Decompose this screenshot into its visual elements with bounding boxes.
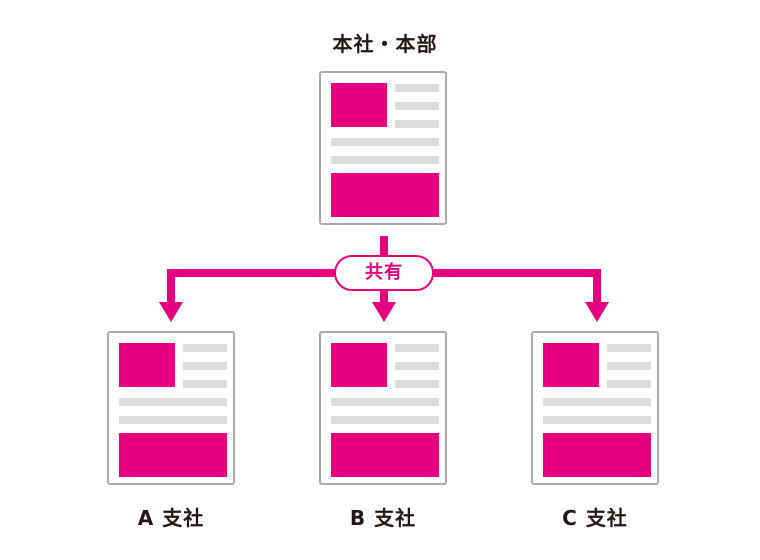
document-footer-block xyxy=(543,433,651,477)
document-text-line xyxy=(395,380,439,388)
headquarters-document xyxy=(319,71,447,225)
document-text-line xyxy=(183,362,227,370)
document-text-line xyxy=(183,344,227,352)
connector-drop-a xyxy=(167,269,175,304)
document-text-line xyxy=(543,398,651,406)
document-text-line xyxy=(395,344,439,352)
document-text-line xyxy=(331,416,439,424)
document-text-line xyxy=(607,362,651,370)
document-text-line xyxy=(607,344,651,352)
document-image-block xyxy=(543,343,599,387)
branch-b-document xyxy=(319,331,447,485)
document-text-line xyxy=(183,380,227,388)
share-badge: 共有 xyxy=(334,255,434,291)
branch-a-document xyxy=(107,331,235,485)
headquarters-label: 本社・本部 xyxy=(332,32,438,56)
branch-a-label: A 支社 xyxy=(137,506,205,530)
document-footer-block xyxy=(331,173,439,217)
document-footer-block xyxy=(119,433,227,477)
document-image-block xyxy=(331,343,387,387)
document-text-line xyxy=(119,398,227,406)
arrow-head-b xyxy=(372,302,396,322)
branch-c-document xyxy=(531,331,659,485)
document-image-block xyxy=(119,343,175,387)
document-text-line xyxy=(331,156,439,164)
document-text-line xyxy=(395,102,439,110)
arrow-head-a xyxy=(159,302,183,322)
document-text-line xyxy=(543,416,651,424)
connector-drop-c xyxy=(593,269,601,304)
document-text-line xyxy=(395,362,439,370)
branch-c-label: C 支社 xyxy=(562,506,628,530)
document-image-block xyxy=(331,83,387,127)
document-text-line xyxy=(395,84,439,92)
document-text-line xyxy=(607,380,651,388)
document-text-line xyxy=(331,138,439,146)
arrow-head-c xyxy=(585,302,609,322)
document-text-line xyxy=(395,120,439,128)
document-footer-block xyxy=(331,433,439,477)
document-text-line xyxy=(331,398,439,406)
document-text-line xyxy=(119,416,227,424)
branch-b-label: B 支社 xyxy=(349,506,417,530)
